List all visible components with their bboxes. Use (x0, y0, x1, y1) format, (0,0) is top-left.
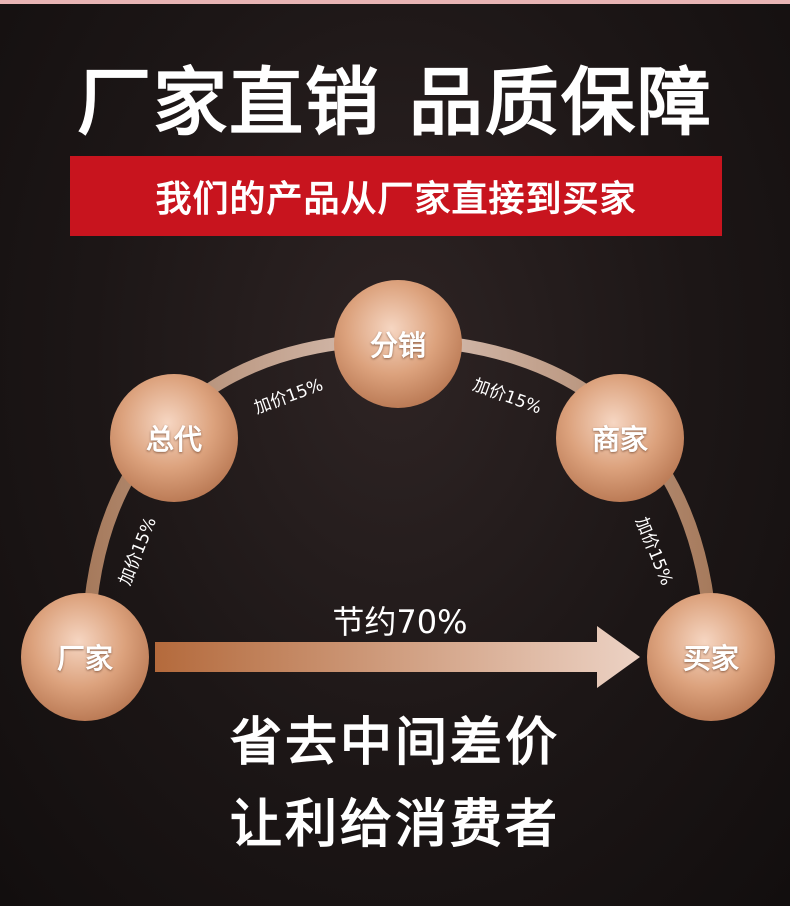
node-merchant-label: 商家 (591, 423, 648, 456)
node-distributor (334, 280, 462, 408)
tagline-line-2: 让利给消费者 (229, 795, 560, 855)
top-accent-line (0, 0, 790, 4)
node-factory (21, 593, 149, 721)
tagline-line-1: 省去中间差价 (229, 713, 560, 773)
node-general-agent (110, 374, 238, 502)
node-buyer (647, 593, 775, 721)
node-merchant (556, 374, 684, 502)
headline: 厂家直销 品质保障 (77, 60, 713, 146)
node-general-agent-label: 总代 (145, 423, 202, 456)
direct-arrow (155, 626, 640, 688)
node-buyer-label: 买家 (682, 642, 739, 675)
savings-label: 节约70% (332, 603, 468, 641)
node-factory-label: 厂家 (56, 642, 113, 675)
subtitle-banner: 我们的产品从厂家直接到买家 (70, 156, 722, 236)
node-distributor-label: 分销 (369, 329, 426, 362)
